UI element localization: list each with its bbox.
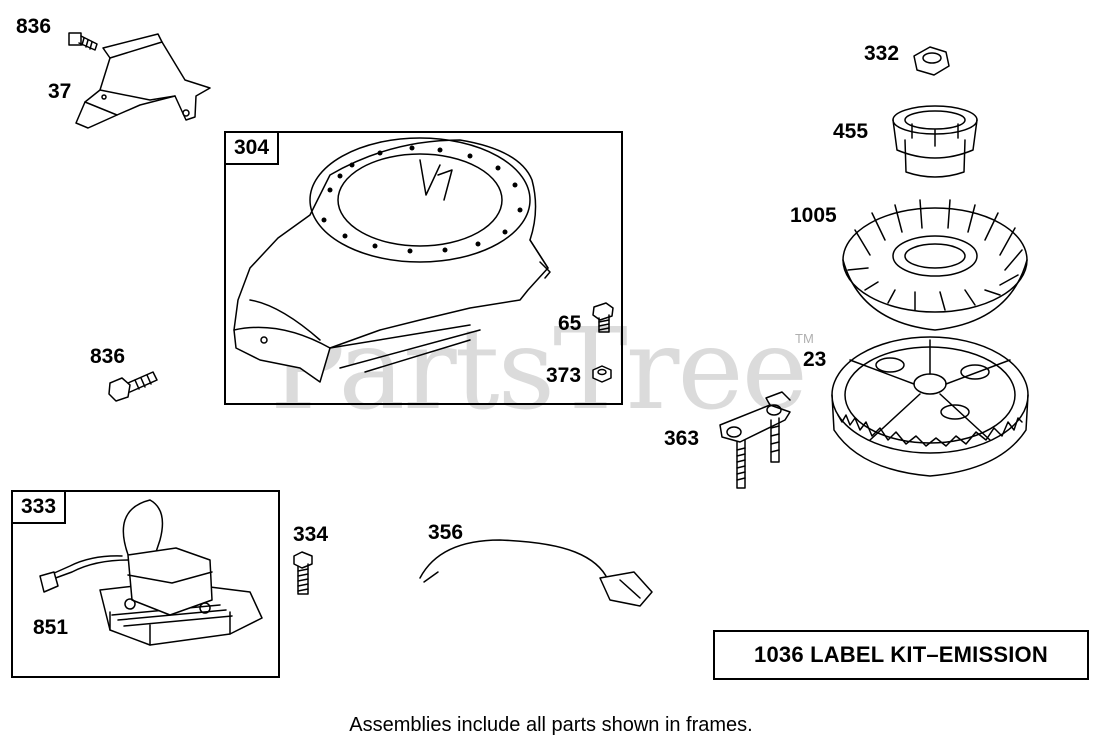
footer-note: Assemblies include all parts shown in fr… [349, 714, 753, 736]
part-65-bolt[interactable] [592, 302, 614, 333]
label-363[interactable]: 363 [664, 427, 700, 450]
part-851-cable[interactable] [39, 555, 129, 593]
part-356-ground-wire[interactable] [419, 539, 653, 607]
part-37-baffle[interactable] [75, 33, 211, 129]
part-1005-fan[interactable] [842, 199, 1028, 331]
part-304-blower-housing[interactable] [233, 137, 551, 383]
label-kit-box[interactable]: 1036 LABEL KIT–EMISSION [713, 630, 1089, 680]
part-23-flywheel[interactable] [831, 336, 1029, 477]
label-836-top[interactable]: 836 [16, 15, 52, 38]
label-851[interactable]: 851 [33, 616, 69, 639]
label-455[interactable]: 455 [833, 120, 869, 143]
frame-333: 333 [11, 490, 280, 678]
label-23[interactable]: 23 [803, 348, 827, 371]
part-836-screw-top[interactable] [68, 32, 98, 51]
label-356[interactable]: 356 [428, 521, 464, 544]
label-37[interactable]: 37 [48, 80, 72, 103]
frame-304-tag: 304 [224, 131, 280, 165]
label-334[interactable]: 334 [293, 523, 329, 546]
label-1005[interactable]: 1005 [790, 204, 837, 227]
part-455-starter-cup[interactable] [892, 105, 978, 178]
label-836-left[interactable]: 836 [90, 345, 126, 368]
part-373-nut[interactable] [592, 365, 612, 383]
label-332[interactable]: 332 [864, 42, 900, 65]
trademark-mark: TM [795, 331, 814, 346]
part-363-bracket[interactable] [719, 391, 791, 489]
part-332-nut[interactable] [913, 46, 950, 76]
part-334-bolt[interactable] [293, 551, 313, 595]
label-65[interactable]: 65 [558, 312, 582, 335]
frame-333-tag: 333 [11, 490, 67, 524]
part-333-armature[interactable] [99, 499, 263, 646]
frame-304: 304 [224, 131, 623, 405]
part-836-bolt-left[interactable] [108, 371, 158, 402]
label-373[interactable]: 373 [546, 364, 582, 387]
